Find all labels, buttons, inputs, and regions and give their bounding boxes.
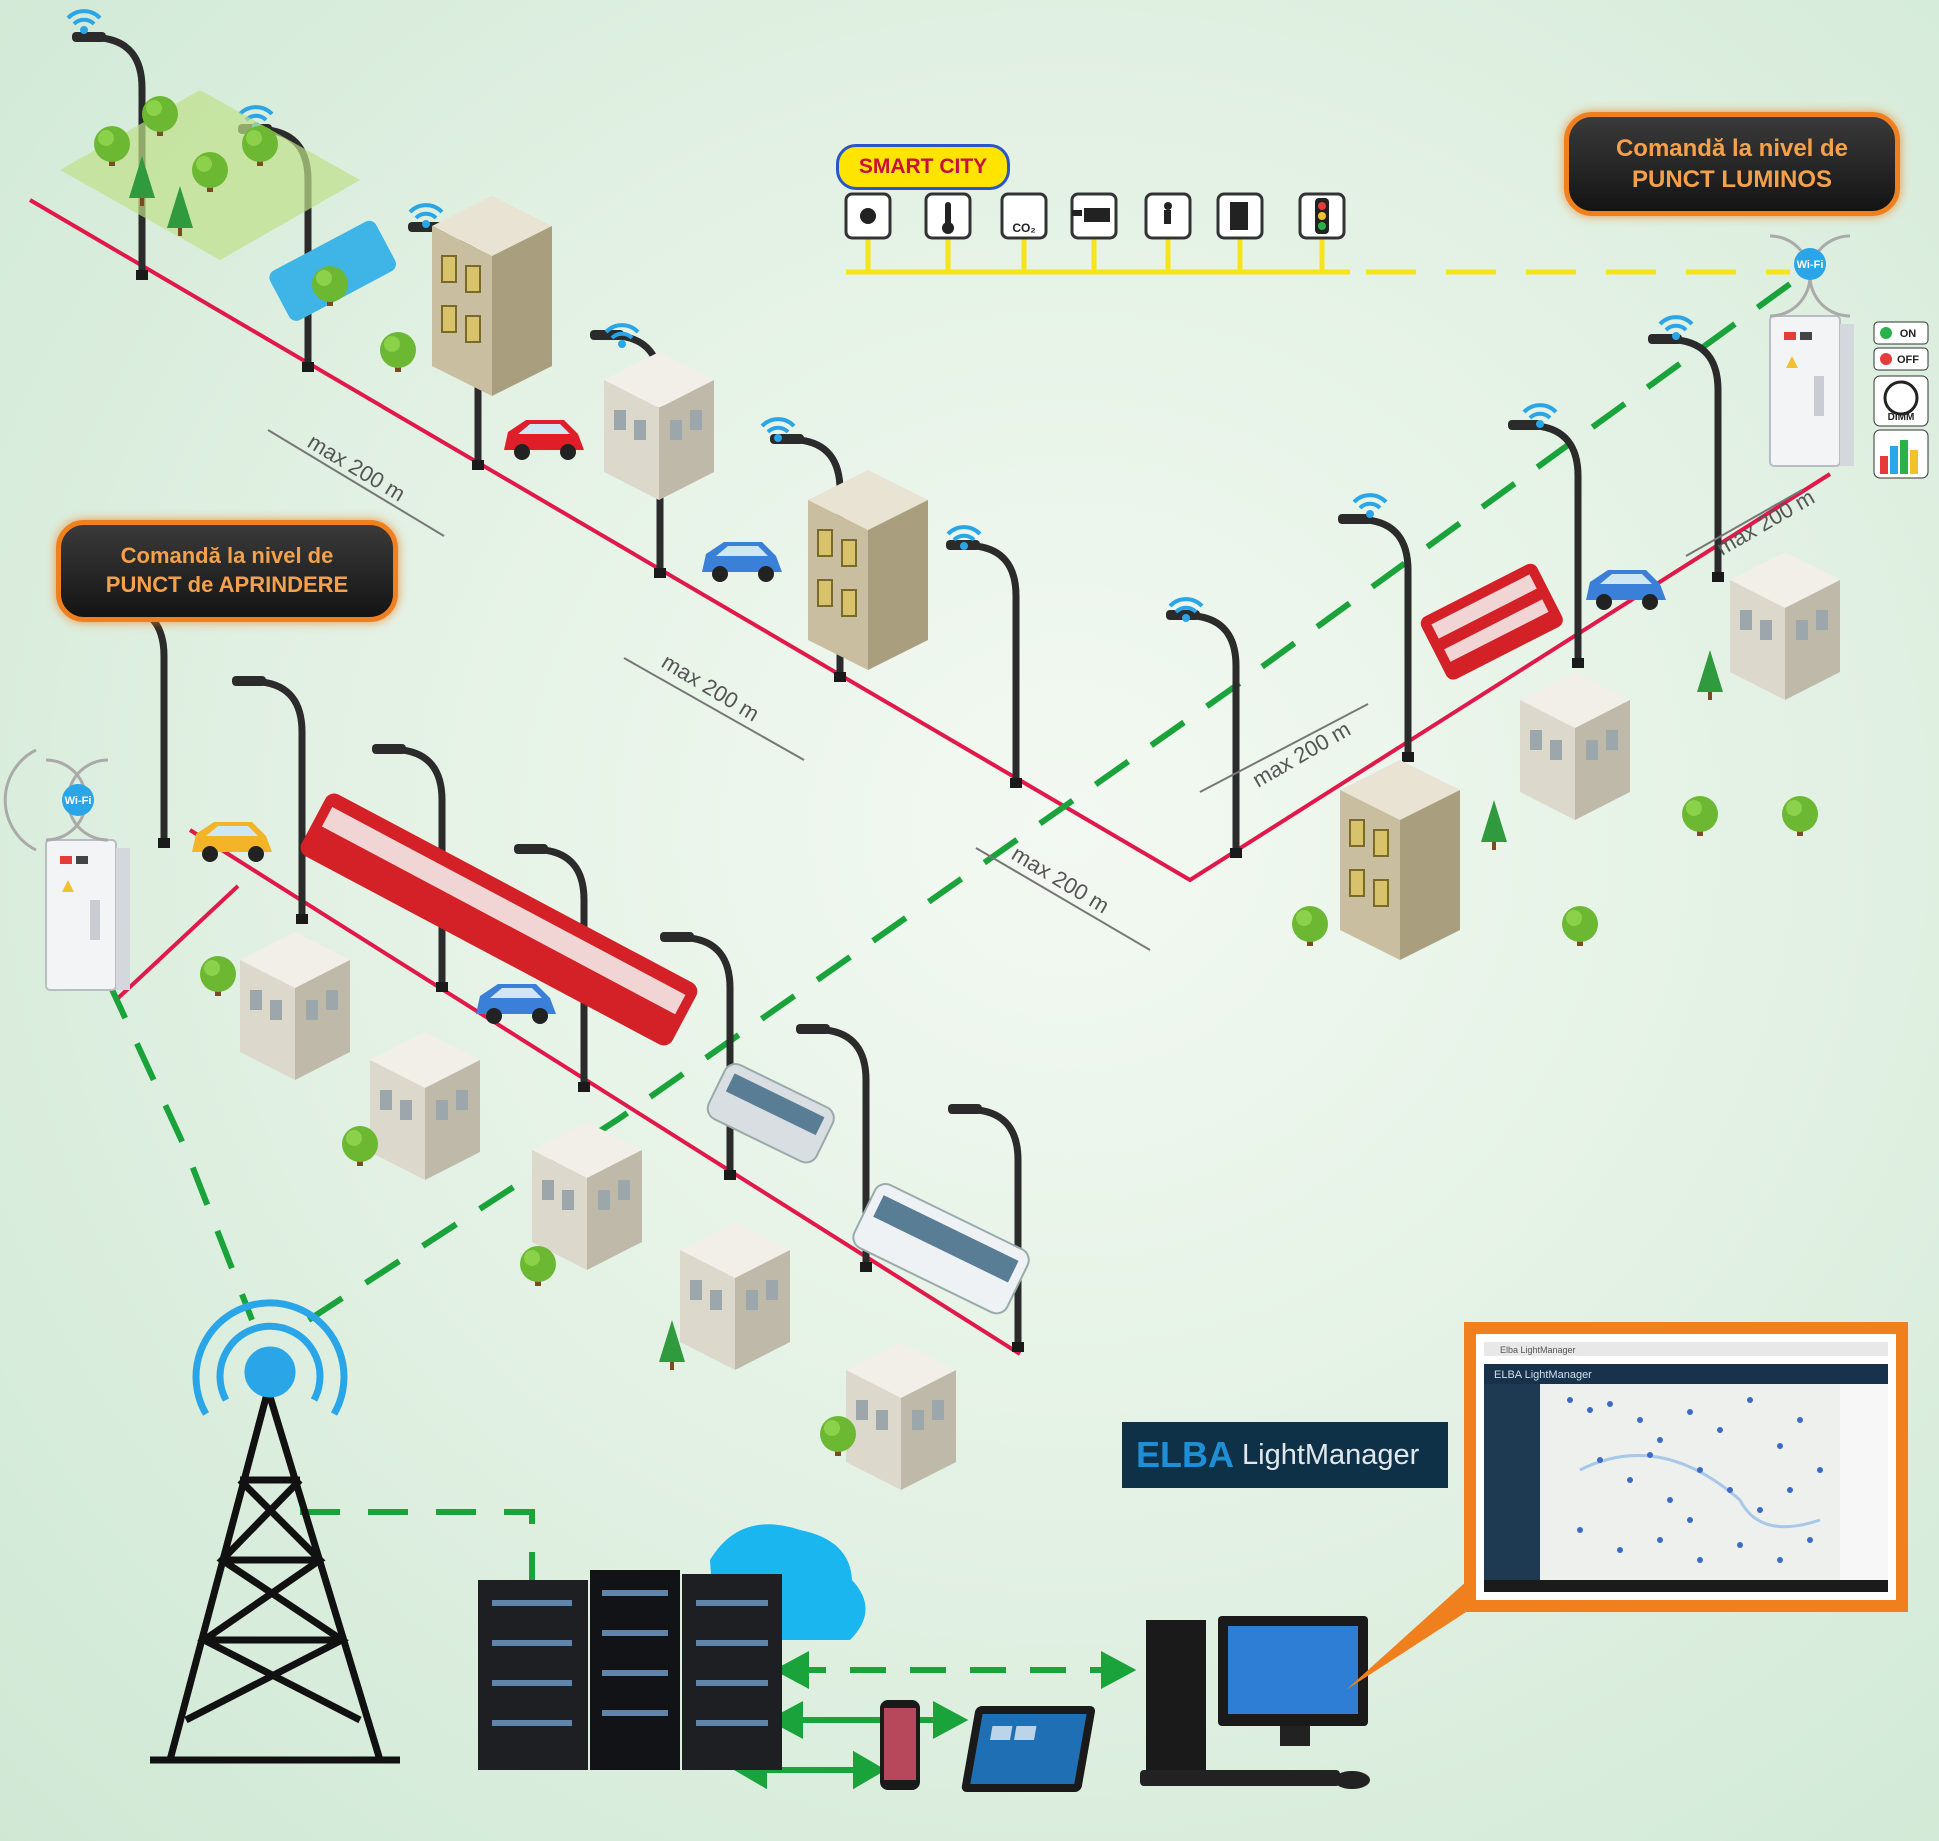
building-icon [532, 1122, 642, 1270]
building-icon [240, 932, 350, 1080]
app-name: ELBA LightManager [1494, 1369, 1592, 1381]
building-icon [807, 469, 929, 671]
bus-icon [1420, 563, 1563, 680]
tree-icon [1682, 796, 1718, 836]
bus-icon [852, 1183, 1030, 1315]
callout-punct-luminos: Comandă la nivel de PUNCT LUMINOS [1564, 112, 1900, 216]
wifi-label-left: Wi-Fi [65, 795, 92, 807]
sensor-bus [846, 238, 1790, 275]
callout-punct-luminos-line1: Comandă la nivel de [1615, 134, 1849, 162]
tree-icon [200, 956, 236, 996]
tree-icon [520, 1246, 556, 1286]
brand-logo: ELBA LightManager [1122, 1422, 1448, 1488]
on-label: ON [1900, 328, 1917, 340]
bus-icon [706, 1063, 835, 1164]
callout-punct-aprindere-line1: Comandă la nivel de [120, 543, 334, 569]
app-window-title: Elba LightManager [1500, 1345, 1576, 1355]
co2-sensor-icon [1000, 192, 1048, 240]
tree-icon [1292, 906, 1328, 946]
co2-label: CO₂ [1012, 221, 1035, 235]
brand-lightmanager: LightManager [1242, 1438, 1420, 1471]
distance-markers [267, 429, 1803, 951]
building-icon [370, 1032, 480, 1180]
smartphone-icon [880, 1700, 920, 1790]
app-screen-callout: Elba LightManager ELBA LightManager [1346, 1322, 1908, 1690]
cell-tower-icon [150, 1388, 400, 1764]
tree-icon [1782, 796, 1818, 836]
car-icon [504, 420, 584, 460]
server-rack-icon [478, 1524, 866, 1770]
control-cabinet-icon [1769, 315, 1855, 467]
smart-city-badge: SMART CITY [836, 144, 1010, 190]
tram-icon [300, 793, 698, 1046]
building-icon [1730, 552, 1840, 700]
control-cabinet-icon [45, 839, 131, 991]
building-icon [604, 352, 714, 500]
smart-city-label: SMART CITY [858, 155, 988, 178]
map-markers [1567, 1397, 1823, 1563]
data-links [77, 281, 1792, 1580]
desktop-pc-icon [1140, 1616, 1370, 1789]
distance-label-5: max 200 m [1712, 484, 1819, 560]
street-lamps [72, 32, 1724, 1352]
wifi-icon [66, 9, 102, 37]
tree-icon [1697, 650, 1723, 700]
car-icon [476, 984, 556, 1024]
tree-icon [1562, 906, 1598, 946]
brand-elba: ELBA [1136, 1434, 1234, 1475]
tree-icon [1481, 800, 1507, 850]
tree-icon [342, 1126, 378, 1166]
wifi-label-right: Wi-Fi [1797, 259, 1824, 271]
building-icon [431, 195, 553, 397]
tree-icon [380, 332, 416, 372]
building-icon [1339, 759, 1461, 961]
tower-signal [192, 1299, 348, 1416]
building-icon [1520, 672, 1630, 820]
distance-label-1: max 200 m [303, 429, 409, 506]
cabinet-controls: ON OFF DIMM [1873, 321, 1929, 479]
callout-punct-luminos-line2: PUNCT LUMINOS [1632, 166, 1832, 193]
distance-label-3: max 200 m [1007, 841, 1113, 918]
building-icon [846, 1342, 956, 1490]
tablet-icon [961, 1706, 1096, 1792]
callout-punct-aprindere: Comandă la nivel de PUNCT de APRINDERE [56, 520, 398, 622]
distance-label-4: max 200 m [1248, 716, 1355, 792]
building-icon [680, 1222, 790, 1370]
distance-label-2: max 200 m [657, 649, 763, 726]
power-lines [28, 198, 1832, 1356]
car-icon [702, 542, 782, 582]
callout-punct-aprindere-line2: PUNCT de APRINDERE [105, 572, 349, 597]
city-scenery [60, 90, 1840, 1490]
dimm-label: DIMM [1888, 412, 1915, 423]
off-label: OFF [1897, 354, 1919, 366]
